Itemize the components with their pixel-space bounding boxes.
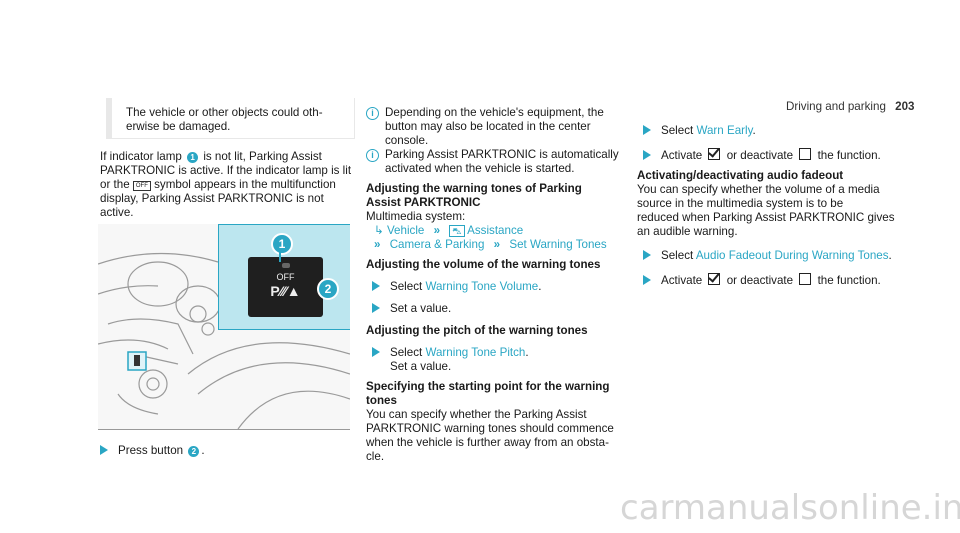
step-arrow-icon	[643, 125, 651, 135]
nav-set-warning-tones[interactable]: Set Warning Tones	[509, 238, 607, 251]
checkbox-empty-icon[interactable]	[799, 148, 812, 160]
step-arrow-icon	[372, 281, 380, 291]
chevron-icon: »	[493, 238, 501, 251]
nav-vehicle[interactable]: Vehicle	[386, 224, 425, 237]
nav-path-2: » Camera & Parking » Set Warning Tones	[374, 238, 621, 252]
info-icon: i	[366, 149, 379, 162]
heading-volume: Adjusting the volume of the warning tone…	[366, 258, 601, 271]
info-icon: i	[366, 107, 379, 120]
parktronic-off-icon: OFF	[132, 181, 151, 191]
indicator-lamp	[281, 263, 290, 268]
nav-assistance[interactable]: Assistance	[467, 224, 524, 237]
audio-fadeout-link[interactable]: Audio Fadeout During Warning Tones	[695, 249, 889, 262]
nav-camera-parking[interactable]: Camera & Parking	[389, 238, 485, 251]
checkbox-checked-icon[interactable]	[708, 273, 721, 285]
callout-1: 1	[187, 152, 199, 163]
checkbox-checked-icon[interactable]	[708, 148, 721, 160]
step-arrow-icon	[372, 347, 380, 357]
menu-return-icon: ↳	[374, 224, 384, 237]
heading-warning-tones: Adjusting the warning tones of Parking	[366, 182, 582, 195]
step-arrow-icon	[100, 445, 108, 455]
heading-audio-fadeout: Activating/deactivating audio fadeout	[637, 169, 844, 182]
warning-tone-volume-link[interactable]: Warning Tone Volume	[425, 280, 539, 293]
indicator-paragraph: If indicator lamp 1 is not lit, Parking …	[100, 150, 352, 219]
step-arrow-icon	[643, 275, 651, 285]
page-number: 203	[895, 100, 915, 113]
chevron-icon: »	[433, 224, 441, 237]
car-icon: ⛍	[449, 225, 465, 237]
checkbox-empty-icon[interactable]	[799, 273, 812, 285]
heading-starting-point: Specifying the starting point for the wa…	[366, 380, 610, 393]
watermark: carmanualsonline.info	[620, 488, 960, 528]
column-3: Select Warn Early. Activate or deactivat…	[637, 124, 897, 288]
callout-line-1	[279, 252, 281, 262]
callout-2: 2	[317, 278, 339, 300]
step-arrow-icon	[643, 150, 651, 160]
chevron-icon: »	[374, 238, 381, 251]
callout-2: 2	[188, 446, 200, 457]
warning-tone-pitch-link[interactable]: Warning Tone Pitch	[425, 346, 526, 359]
warning-box: The vehicle or other objects could oth- …	[106, 98, 355, 139]
parking-assist-icon: P⁄⁄⁄▲	[270, 283, 301, 299]
step-press-button: Press button 2.	[100, 444, 205, 458]
parktronic-button[interactable]: OFF P⁄⁄⁄▲	[248, 257, 323, 317]
dashboard-illustration: OFF P⁄⁄⁄▲ 1 2	[98, 224, 350, 430]
step-arrow-icon	[372, 303, 380, 313]
step-arrow-icon	[643, 250, 651, 260]
callout-1: 1	[271, 233, 293, 255]
warn-early-link[interactable]: Warn Early	[696, 124, 753, 137]
nav-path-1: ↳ Vehicle » ⛍ Assistance	[374, 224, 621, 238]
heading-pitch: Adjusting the pitch of the warning tones	[366, 324, 588, 337]
section-title: Driving and parking 203	[786, 100, 915, 113]
